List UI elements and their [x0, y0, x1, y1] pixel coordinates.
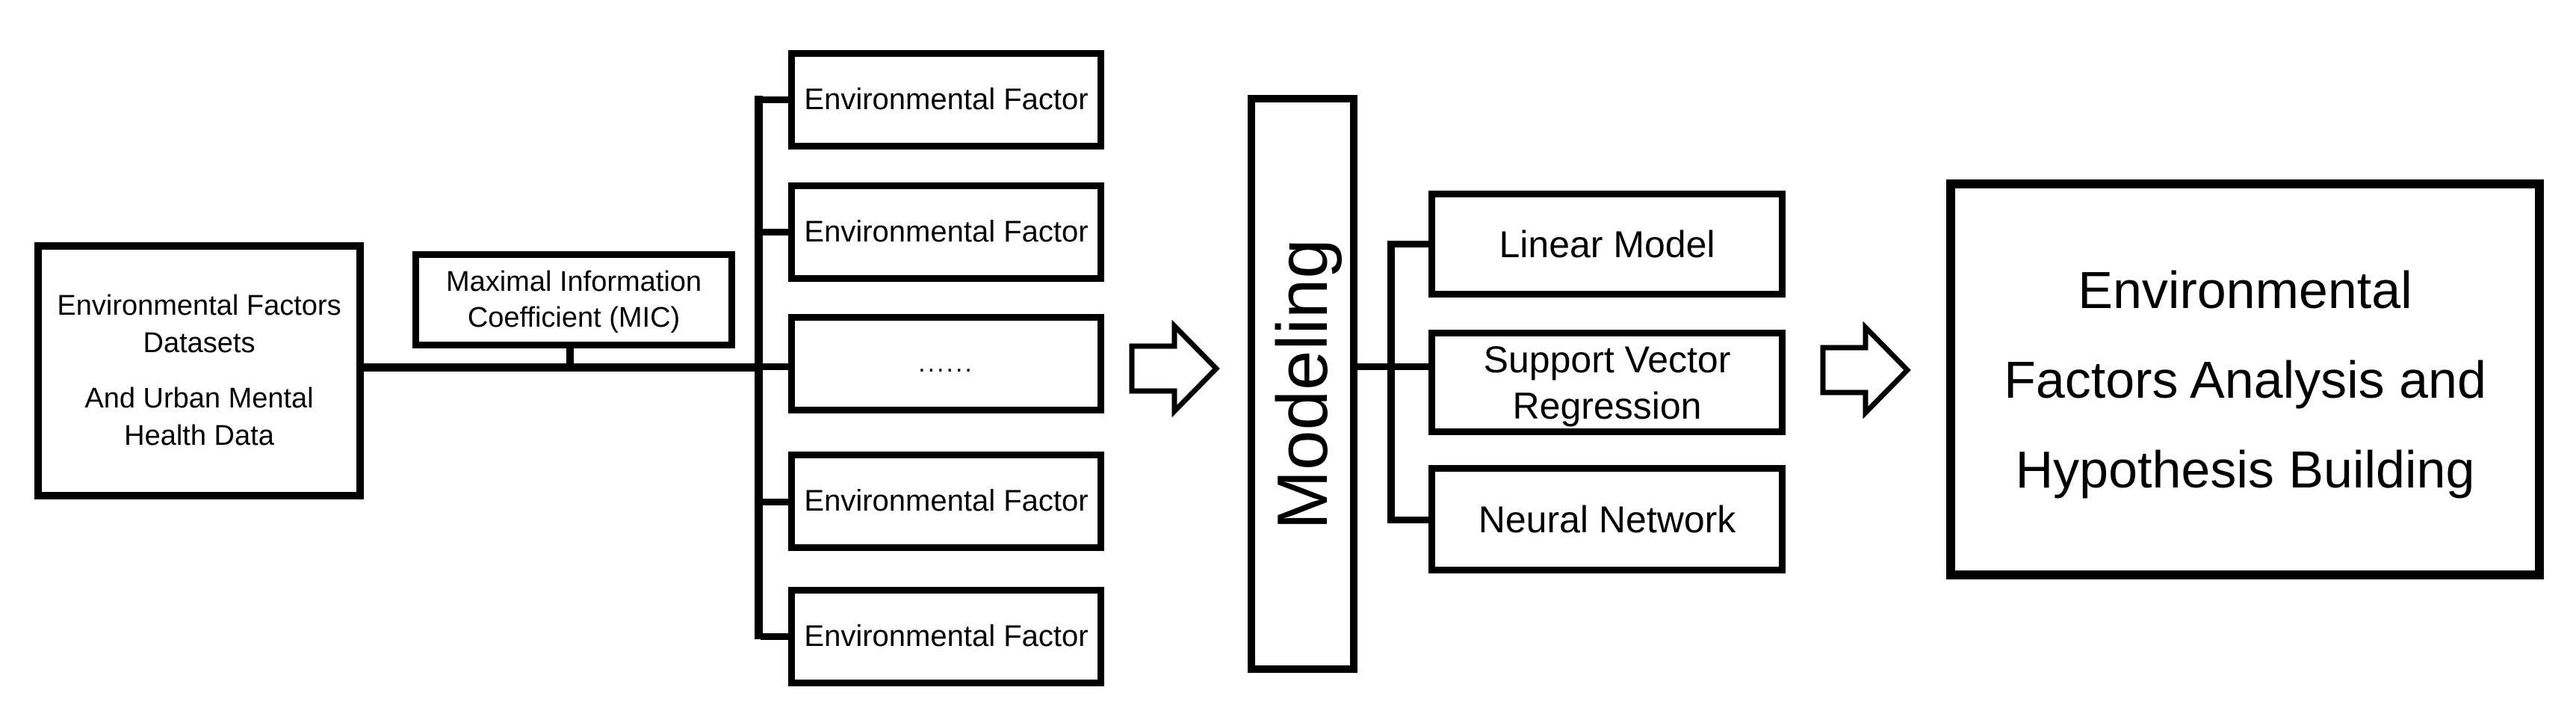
mic-box: Maximal Information Coefficient (MIC)	[412, 251, 735, 348]
left-bracket-stub-3	[761, 363, 788, 370]
mic-box-line1: Maximal Information	[445, 266, 702, 298]
left-bracket-stub-2	[761, 229, 788, 235]
factor-box-4: Environmental Factor	[788, 452, 1104, 551]
factor-box-1: Environmental Factor	[788, 50, 1104, 150]
output-box-line2: Factors Analysis and	[2004, 350, 2486, 409]
modeling-box-label: Modeling	[1262, 238, 1343, 530]
flow-arrow-1-icon	[1129, 320, 1220, 417]
support-vector-regression-box: Support Vector Regression	[1428, 330, 1786, 435]
neural-network-label: Neural Network	[1478, 498, 1736, 541]
linear-model-box: Linear Model	[1428, 191, 1786, 298]
modeling-box: Modeling	[1248, 95, 1357, 673]
factor-box-ellipsis: ......	[788, 314, 1104, 413]
datasets-box-line3: And Urban Mental	[84, 383, 314, 414]
factor-box-2-label: Environmental Factor	[804, 215, 1089, 248]
left-bracket-stub-5	[761, 633, 788, 640]
svr-label-line1: Support Vector	[1483, 338, 1731, 381]
datasets-box-line2: Datasets	[143, 327, 256, 359]
flow-arrow-2-icon	[1820, 321, 1911, 419]
left-bracket-line	[755, 96, 763, 639]
datasets-box-line4: Health Data	[124, 420, 274, 452]
svr-label-line2: Regression	[1512, 384, 1702, 427]
output-box-line1: Environmental	[2078, 260, 2412, 319]
left-bracket-stub-4	[761, 499, 788, 505]
datasets-box-line1: Environmental Factors	[57, 290, 341, 321]
factor-box-ellipsis-label: ......	[918, 349, 974, 378]
right-bracket-stub-top	[1391, 241, 1428, 247]
factor-box-5: Environmental Factor	[788, 587, 1104, 686]
output-box-line3: Hypothesis Building	[2015, 440, 2475, 499]
left-bracket-stub-1	[761, 96, 788, 103]
output-box: Environmental Factors Analysis and Hypot…	[1946, 179, 2544, 579]
factor-box-2: Environmental Factor	[788, 182, 1104, 282]
factor-box-5-label: Environmental Factor	[804, 620, 1089, 653]
neural-network-box: Neural Network	[1428, 465, 1786, 573]
factor-box-4-label: Environmental Factor	[804, 484, 1089, 517]
right-bracket-line	[1387, 241, 1395, 523]
connector-main-line	[353, 363, 763, 372]
mic-box-line2: Coefficient (MIC)	[467, 302, 681, 333]
linear-model-label: Linear Model	[1499, 223, 1715, 265]
connector-mic-drop	[566, 342, 574, 368]
factor-box-1-label: Environmental Factor	[804, 83, 1089, 116]
right-bracket-stub-bottom	[1391, 517, 1428, 523]
datasets-box: Environmental Factors Datasets And Urban…	[34, 242, 364, 499]
